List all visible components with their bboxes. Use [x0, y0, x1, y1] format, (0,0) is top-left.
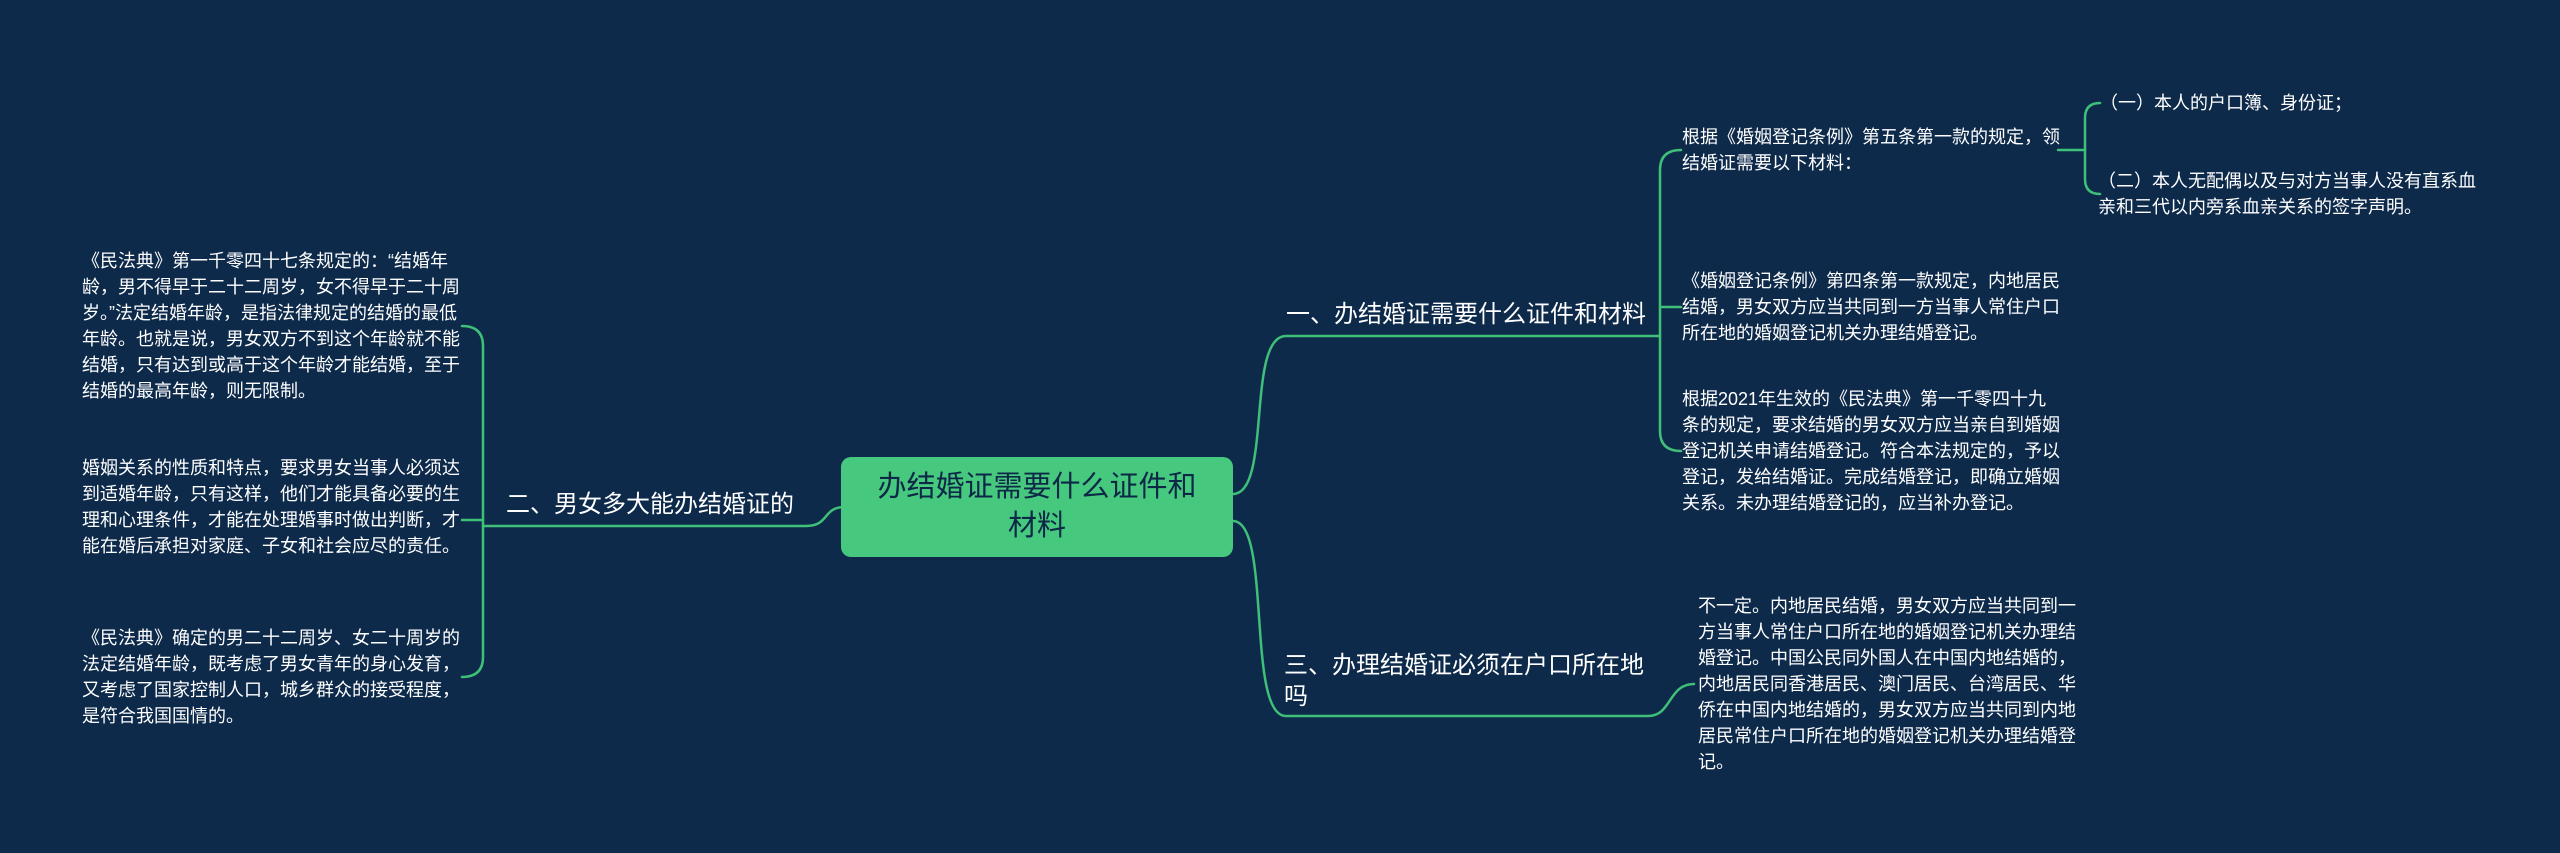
note-material-item-one[interactable]: （一）本人的户口簿、身份证；: [2100, 93, 2352, 113]
branch-one-label[interactable]: 一、办结婚证需要什么证件和材料: [1286, 301, 1646, 328]
note-registration-rule5[interactable]: 根据《婚姻登记条例》第五条第一款的规定，领结婚证需要以下材料：: [1682, 127, 2060, 173]
connector-branch-two-bracket: [460, 324, 485, 679]
note-material-item-two[interactable]: （二）本人无配偶以及与对方当事人没有直系血亲和三代以内旁系血亲关系的签字声明。: [2098, 171, 2476, 217]
note-legal-marriage-age[interactable]: 《民法典》第一千零四十七条规定的：“结婚年龄，男不得早于二十二周岁，女不得早于二…: [82, 251, 460, 401]
central-topic-label: 办结婚证需要什么证件和材料: [877, 471, 1197, 542]
note-household-registration-answer[interactable]: 不一定。内地居民结婚，男女双方应当共同到一方当事人常住户口所在地的婚姻登记机关办…: [1698, 596, 2076, 772]
note-age-rationale[interactable]: 《民法典》确定的男二十二周岁、女二十周岁的法定结婚年龄，既考虑了男女青年的身心发…: [82, 628, 460, 726]
central-topic-node[interactable]: 办结婚证需要什么证件和材料: [841, 457, 1233, 557]
branch-two-label[interactable]: 二、男女多大能办结婚证的: [506, 491, 794, 518]
branch-three-label[interactable]: 三、办理结婚证必须在户口所在地吗: [1284, 652, 1644, 710]
connector-center-to-branch-one: [1231, 334, 1662, 496]
note-registration-rule4[interactable]: 《婚姻登记条例》第四条第一款规定，内地居民结婚，男女双方应当共同到一方当事人常住…: [1682, 271, 2060, 343]
note-marriage-nature[interactable]: 婚姻关系的性质和特点，要求男女当事人必须达到适婚年龄，只有这样，他们才能具备必要…: [82, 458, 460, 556]
note-civil-code-1049[interactable]: 根据2021年生效的《民法典》第一千零四十九条的规定，要求结婚的男女双方应当亲自…: [1682, 389, 2060, 513]
connector-branch-one-bracket: [1658, 148, 1683, 453]
